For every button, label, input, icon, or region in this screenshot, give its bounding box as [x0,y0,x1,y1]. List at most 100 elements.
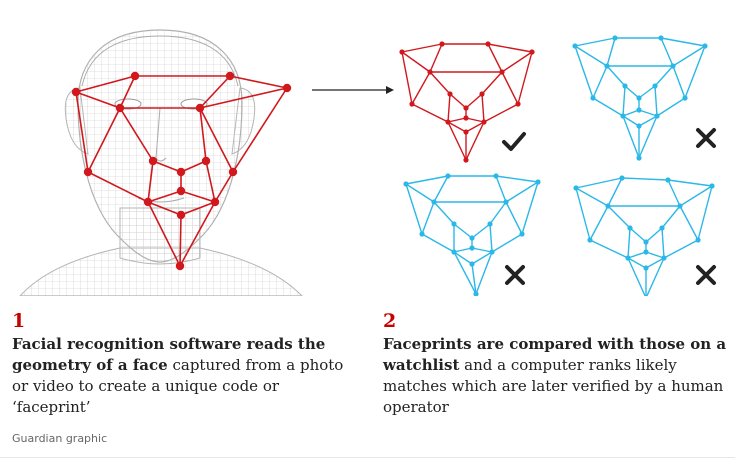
faceprint-edge [661,205,681,229]
faceprint-edge [411,71,431,105]
faceprint-edge [607,177,623,207]
landmark-point [115,103,125,113]
faceprint-edge [645,257,665,269]
landmark-point [175,261,185,271]
faceprint-edge [505,181,539,203]
faceprint-edge [627,227,631,259]
faceprint-edge [147,160,154,203]
landmark-point [282,83,292,93]
faceprint-edge [75,75,136,93]
landmark-point [463,115,469,121]
divider [0,457,735,458]
step-description-bold: Faceprints are compared with those on a … [383,335,727,374]
landmark-point [445,119,451,125]
faceprint-edge [180,190,216,203]
faceprint-edge [421,201,435,235]
faceprint-edge [147,201,182,216]
landmark-point [636,107,642,113]
landmark-point [195,103,205,113]
faceprint-edge [606,37,616,67]
faceprint-edge [119,107,154,162]
faceprint-edge [199,75,231,109]
step-2: 2 Faceprints are compared with those on … [383,310,733,418]
landmark-point [627,225,633,231]
step-number: 1 [12,310,26,332]
landmark-point [463,157,469,163]
faceprint-edge [589,239,629,259]
landmark-point [445,173,451,179]
candidate-faceprint [403,173,541,296]
faceprint-edge [663,239,699,259]
faceprint-edge [517,51,533,105]
faceprint-edge [152,160,182,173]
faceprint-edge [627,257,646,296]
faceprint-edge [447,121,467,133]
faceprint-edge [505,201,523,235]
landmark-point [83,167,93,177]
faceprint-edge [672,45,706,67]
candidate-faceprint [573,175,715,296]
faceprint-edge [471,223,491,239]
landmark-point [419,231,425,237]
faceprint-edge [481,93,485,123]
faceprint-edge [475,251,493,295]
faceprint-edge [574,45,594,99]
faceprint-edge [575,187,609,207]
landmark-point [451,221,457,227]
faceprint-edge [495,175,539,183]
landmark-point [677,203,683,209]
graphic-credit: Guardian graphic [12,432,108,445]
landmark-point [493,173,499,179]
faceprint-edge [465,121,485,161]
landmark-point [652,83,658,89]
faceprint-edge [199,107,234,173]
faceprint-edge [624,85,640,99]
landmark-point [469,245,475,251]
faceprint-edge [679,205,699,241]
faceprint-edge [401,51,431,73]
faceprint-edge [697,185,713,241]
faceprint-edge [667,179,713,187]
landmark-point [643,239,649,245]
landmark-point [605,203,611,209]
landmark-point [604,63,610,69]
faceprint-edge [645,227,663,243]
faceprint-edge [629,227,647,243]
faceprint-edge [495,175,507,203]
landmark-point [665,177,671,183]
step-description: Faceprints are compared with those on a … [383,334,733,418]
landmark-point [643,265,649,271]
landmark-point [658,35,664,41]
faceprint-edge [487,43,503,73]
faceprint-edge [411,103,449,123]
landmark-point [130,71,140,81]
faceprint-edge [489,201,507,225]
faceprint-edge [232,87,288,173]
step-description-rest: and a computer ranks likely matches whic… [383,356,724,416]
faceprint-edge [638,85,656,99]
faceprint-edge [501,71,519,105]
faceprint-edge [491,233,523,253]
faceprint-edge [401,51,413,105]
landmark-point [636,95,642,101]
faceprint-edge [465,117,485,123]
faceprint-edge [433,175,449,203]
cross-icon [505,265,525,285]
candidate-faceprint [572,35,708,161]
landmark-point [515,101,521,107]
faceprint-edge [405,183,423,235]
faceprint-edge [429,43,443,73]
landmark-point [643,249,649,255]
faceprint-edge [421,233,455,253]
faceprint-edge [521,181,539,235]
landmark-point [620,113,626,119]
landmark-point [709,183,715,189]
landmark-point [659,225,665,231]
landmark-point [451,249,457,255]
faceprint-edge [429,71,451,95]
landmark-point [636,155,642,161]
landmark-point [654,113,660,119]
landmark-point [71,87,81,97]
landmark-point [469,235,475,241]
faceprint-edge [147,201,181,267]
